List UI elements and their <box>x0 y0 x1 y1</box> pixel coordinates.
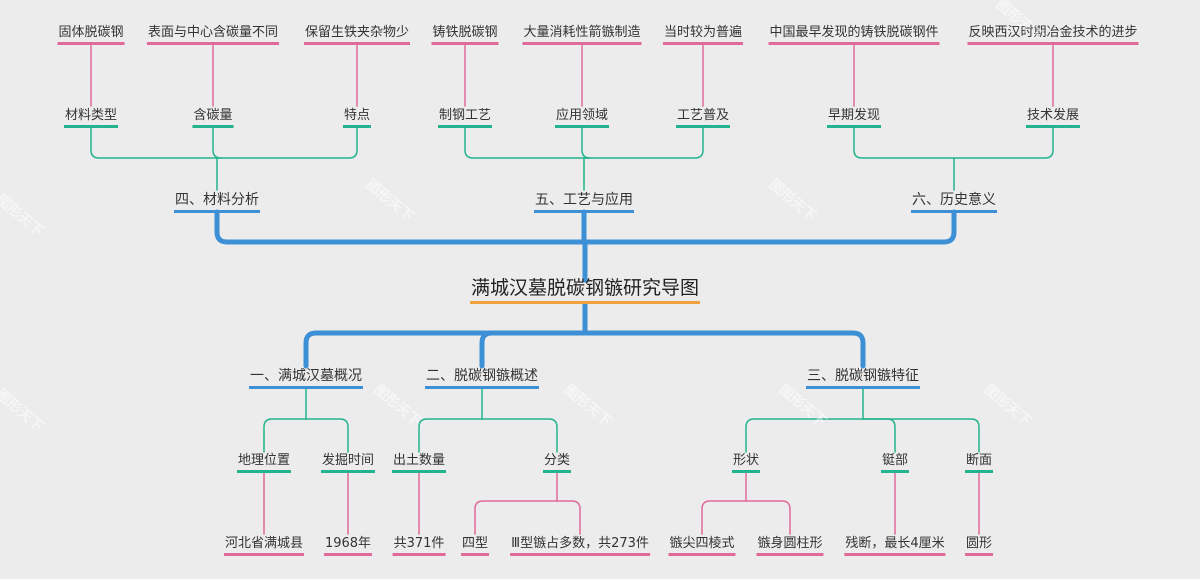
root-to-top-branch <box>214 209 588 245</box>
subtopic-excavated-count[interactable]: 出土数量 <box>391 454 447 473</box>
leaf-broken-4cm[interactable]: 残断，最长4厘米 <box>844 537 946 556</box>
leaf-solid-decarb-steel[interactable]: 固体脱碳钢 <box>57 26 125 45</box>
b5-subs-branch <box>581 126 591 159</box>
root-to-bottom-branch <box>303 330 588 369</box>
b3-subs-branch <box>862 418 896 453</box>
leaf-mancheng-county[interactable]: 河北省满城县 <box>223 537 305 556</box>
subtopic-steel-process[interactable]: 制钢工艺 <box>437 109 493 128</box>
b2-subs-branch <box>481 418 558 453</box>
b1-subs-branch <box>263 418 307 453</box>
subtopic-cross-section[interactable]: 断面 <box>964 454 994 473</box>
branch-1-topic[interactable]: 一、满城汉墓概况 <box>249 369 363 389</box>
b3-subs-branch <box>862 418 980 453</box>
subtopic-excavation-time[interactable]: 发掘时间 <box>320 454 376 473</box>
subtopic-early-discovery[interactable]: 早期发现 <box>826 109 882 128</box>
b5-subs-branch <box>583 126 704 159</box>
leaf-round[interactable]: 圆形 <box>964 537 994 556</box>
b4-subs-branch <box>216 126 358 159</box>
b3-subs-branch <box>745 418 864 453</box>
b1-subs-branch <box>305 418 349 453</box>
b4-subs-branch <box>90 126 218 159</box>
root-to-top-branch <box>582 209 957 245</box>
subtopic-process-spread[interactable]: 工艺普及 <box>675 109 731 128</box>
branch-4-topic[interactable]: 四、材料分析 <box>174 193 260 213</box>
b5-subs-branch <box>464 126 585 159</box>
b2-subs-branch <box>418 418 483 453</box>
leaf-few-inclusions[interactable]: 保留生铁夹杂物少 <box>303 26 411 45</box>
b3s1-leaves-branch <box>745 500 791 535</box>
subtopic-material-type[interactable]: 材料类型 <box>63 109 119 128</box>
leaf-common-then[interactable]: 当时较为普遍 <box>662 26 744 45</box>
leaf-four-edged-tip[interactable]: 镞尖四棱式 <box>668 537 736 556</box>
leaf-earliest-found[interactable]: 中国最早发现的铸铁脱碳钢件 <box>768 26 940 45</box>
branch-2-topic[interactable]: 二、脱碳钢镞概述 <box>425 369 539 389</box>
leaf-arrow-manufacture[interactable]: 大量消耗性箭镞制造 <box>522 26 642 45</box>
leaf-year-1968[interactable]: 1968年 <box>323 537 373 556</box>
subtopic-classification[interactable]: 分类 <box>542 454 572 473</box>
leaf-carbon-difference[interactable]: 表面与中心含碳量不同 <box>146 26 280 45</box>
root-to-bottom-branch <box>582 330 866 369</box>
subtopic-location[interactable]: 地理位置 <box>236 454 292 473</box>
root-topic[interactable]: 满城汉墓脱碳钢镞研究导图 <box>469 279 701 304</box>
subtopic-features[interactable]: 特点 <box>342 109 372 128</box>
b6-subs-branch <box>853 126 955 159</box>
leaf-metallurgy-progress[interactable]: 反映西汉时期冶金技术的进步 <box>967 26 1139 45</box>
leaf-total-371[interactable]: 共371件 <box>392 537 446 556</box>
b4-subs-branch <box>212 126 222 159</box>
b3s1-leaves-branch <box>701 500 747 535</box>
branch-3-topic[interactable]: 三、脱碳钢镞特征 <box>806 369 920 389</box>
branch-6-topic[interactable]: 六、历史意义 <box>911 193 997 213</box>
subtopic-shape[interactable]: 形状 <box>731 454 761 473</box>
root-to-bottom-branch <box>479 330 588 369</box>
subtopic-application[interactable]: 应用领域 <box>554 109 610 128</box>
leaf-four-types[interactable]: 四型 <box>460 537 490 556</box>
b2s2-leaves-branch <box>556 500 581 535</box>
leaf-type-three-majority[interactable]: Ⅲ型镞占多数，共273件 <box>510 537 650 556</box>
leaf-cast-iron-decarb[interactable]: 铸铁脱碳钢 <box>431 26 499 45</box>
b6-subs-branch <box>953 126 1054 159</box>
leaf-cylindrical-body[interactable]: 镞身圆柱形 <box>756 537 824 556</box>
b2s2-leaves-branch <box>474 500 558 535</box>
branch-5-topic[interactable]: 五、工艺与应用 <box>534 193 634 213</box>
subtopic-carbon-content[interactable]: 含碳量 <box>192 109 234 128</box>
subtopic-tech-development[interactable]: 技术发展 <box>1025 109 1081 128</box>
subtopic-tang[interactable]: 铤部 <box>880 454 910 473</box>
